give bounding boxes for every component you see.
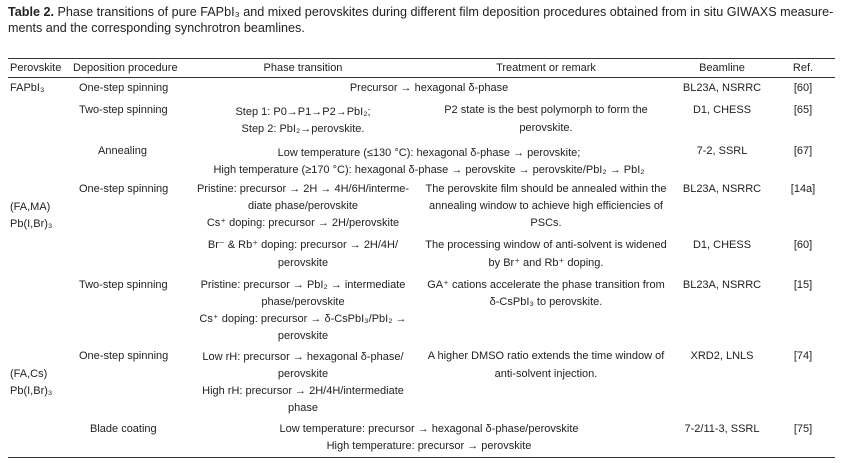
row3-procedure: Annealing — [98, 145, 147, 157]
row7-ref: [74] — [793, 350, 813, 362]
row5-ref: [60] — [793, 239, 813, 251]
row3-transition-line1: Low temperature (≤130 °C): hexagonal δ-p… — [277, 147, 581, 159]
row1-beamline: BL23A, NSRRC — [682, 82, 762, 94]
row7-transition-line3: High rH: precursor → 2H/4H/intermediate — [202, 385, 404, 397]
row6-procedure: Two-step spinning — [79, 279, 168, 291]
row8-transition-line1: Low temperature: precursor → hexagonal δ… — [279, 423, 579, 435]
caption-text-line1: Phase transitions of pure FAPbI₃ and mix… — [57, 5, 834, 19]
table-caption: Table 2. Phase transitions of pure FAPbI… — [8, 4, 834, 36]
row8-beamline: 7-2/11-3, SSRL — [684, 423, 760, 435]
header-procedure: Deposition procedure — [73, 62, 178, 74]
row5-remark-line2: by Br⁺ and Rb⁺ doping. — [488, 257, 604, 269]
row7-remark-line2: anti-solvent injection. — [494, 368, 598, 380]
row5-beamline: D1, CHESS — [692, 239, 752, 251]
row7-remark-line1: A higher DMSO ratio extends the time win… — [427, 350, 665, 362]
row8-ref: [75] — [793, 423, 813, 435]
caption-text-line2: ments and the corresponding synchrotron … — [8, 21, 305, 35]
header-rule — [8, 77, 835, 78]
row6-remark-line2: δ-CsPbI₃ to perovskite. — [489, 296, 603, 308]
row7-beamline: XRD2, LNLS — [690, 350, 754, 362]
row5-remark-line1: The processing window of anti-solvent is… — [425, 239, 667, 251]
group3-perovskite-line1: (FA,Cs) — [10, 368, 48, 380]
row4-transition-line2: diate phase/perovskite — [247, 200, 359, 212]
row4-remark-line3: PSCs. — [530, 217, 562, 229]
row4-remark-line2: annealing window to achieve high efficie… — [428, 200, 663, 212]
row8-procedure: Blade coating — [90, 423, 157, 435]
row3-ref: [67] — [793, 145, 813, 157]
group2-perovskite-line1: (FA,MA) — [10, 201, 51, 213]
row2-procedure: Two-step spinning — [79, 104, 168, 116]
group2-perovskite-line2: Pb(I,Br)₃ — [10, 218, 53, 230]
row6-transition-line2: phase/perovskite — [261, 296, 345, 308]
row7-procedure: One-step spinning — [79, 350, 169, 362]
row1-procedure: One-step spinning — [79, 82, 169, 94]
row6-remark-line1: GA⁺ cations accelerate the phase transit… — [427, 279, 665, 291]
row2-transition-line1: Step 1: P0→P1→P2→PbI₂; — [235, 106, 371, 118]
row2-beamline: D1, CHESS — [692, 104, 752, 116]
row4-beamline: BL23A, NSRRC — [682, 183, 762, 195]
row6-transition-line3: Cs⁺ doping: precursor → δ-CsPbI₃/PbI₂ → — [199, 313, 407, 325]
row7-transition-line4: phase — [288, 402, 318, 414]
row3-transition-line2: High temperature (≥170 °C): hexagonal δ-… — [213, 164, 645, 176]
row6-ref: [15] — [793, 279, 813, 291]
row7-transition-line1: Low rH: precursor → hexagonal δ-phase/ — [202, 351, 404, 363]
row2-remark-line2: perovskite. — [519, 122, 573, 134]
table-top-rule — [8, 58, 835, 59]
row4-ref: [14a] — [790, 183, 816, 195]
row1-ref: [60] — [793, 82, 813, 94]
row5-transition-line2: perovskite — [277, 257, 329, 269]
row5-transition-line1: Br⁻ & Rb⁺ doping: precursor → 2H/4H/ — [207, 239, 399, 251]
row2-transition-line2: Step 2: PbI₂→perovskite. — [241, 123, 365, 135]
row8-transition-line2: High temperature: precursor → perovskite — [326, 440, 532, 452]
row4-remark-line1: The perovskite film should be annealed w… — [425, 183, 667, 195]
row7-transition-line2: perovskite — [277, 368, 329, 380]
row3-beamline: 7-2, SSRL — [696, 145, 748, 157]
table-bottom-rule — [8, 457, 835, 458]
row6-transition-line4: perovskite — [277, 330, 329, 342]
group3-perovskite-line2: Pb(I,Br)₃ — [10, 385, 53, 397]
row4-transition-line1: Pristine: precursor → 2H → 4H/6H/interme… — [196, 183, 410, 195]
row4-procedure: One-step spinning — [79, 183, 169, 195]
caption-label: Table 2. — [8, 5, 54, 19]
header-remark: Treatment or remark — [496, 62, 596, 74]
row1-transition: Precursor → hexagonal δ-phase — [349, 82, 509, 94]
row2-ref: [65] — [793, 104, 813, 116]
header-transition: Phase transition — [263, 62, 343, 74]
row6-transition-line1: Pristine: precursor → PbI₂ → intermediat… — [200, 279, 406, 291]
header-beamline: Beamline — [699, 62, 745, 74]
header-perovskite: Perovskite — [10, 62, 62, 74]
row1-perovskite: FAPbI₃ — [10, 82, 45, 94]
row2-remark-line1: P2 state is the best polymorph to form t… — [444, 104, 648, 116]
row4-transition-line3: Cs⁺ doping: precursor → 2H/perovskite — [206, 217, 400, 229]
header-ref: Ref. — [792, 62, 814, 74]
row6-beamline: BL23A, NSRRC — [682, 279, 762, 291]
